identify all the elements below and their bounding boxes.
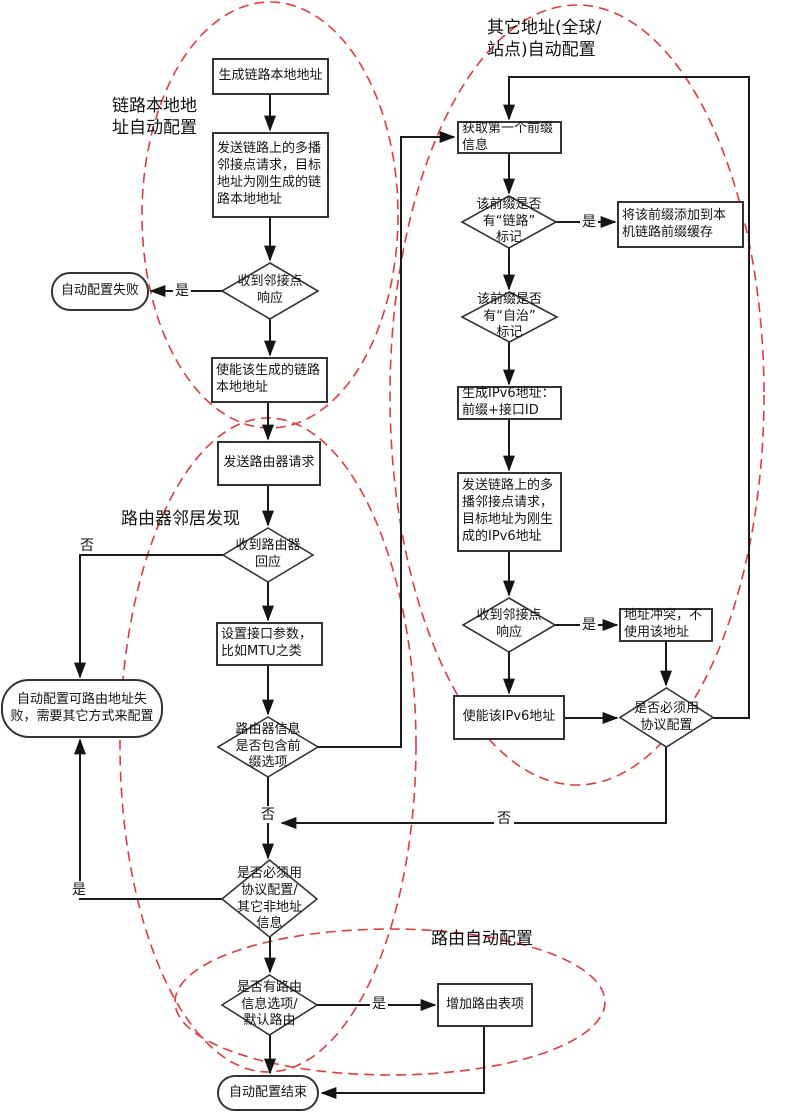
node-set-iface-params: 设置接口参数， 比如MTU之类 [221,627,313,659]
shape-enable-ipv6 [453,695,565,740]
node-recv-router-resp: 收到路由器 回应 [235,538,301,570]
node-add-prefix-cache: 将该前缀添加到本 机链路前缀缓存 [622,207,727,240]
node-router-info-prefix: 路由器信息 是否包含前 缀选项 [235,721,301,771]
shape-need-proto-other [220,858,319,939]
edge-needproto-no-left [280,747,667,829]
node-autoconfig-fail: 自动配置失败 [60,283,139,299]
shape-router-info-prefix [216,716,320,778]
node-send-ns-link-local: 发送链路上的多播 邻接点请求，目标 地址为刚生成的链 路本地地址 [217,141,322,207]
edge-label-no-needproto: 否 [494,810,514,827]
node-get-first-prefix: 获取第一个前缀 信息 [462,120,554,153]
node-routable-fail: 自动配置可路由地址失 败，需要其它方式来配置 [10,691,154,724]
shape-recv-neighbor-resp2 [461,597,557,653]
edge-prefixcheck-yes-getprefix [318,131,456,748]
node-recv-neighbor-resp2: 收到邻接点 响应 [476,608,542,640]
edge-needproto-loop-getprefix [503,76,750,719]
edge-needproto2-yes-routablefail [74,738,222,900]
shape-generate-link-local [212,58,329,95]
node-route-info-option: 是否有路由 信息选项/ 默认路由 [236,979,302,1029]
ellipse-other-address-section [389,4,765,786]
edge-addroute-to-end [320,1026,485,1099]
edge-label-yes-addroute: 是 [370,995,388,1012]
decision-shapes [216,195,715,1036]
shape-addr-conflict [619,608,713,642]
shape-gen-ipv6 [457,386,562,420]
shape-route-info-option [220,974,319,1036]
shape-recv-neighbor-resp1 [220,262,320,320]
node-autoconfig-end: 自动配置结束 [228,1084,307,1100]
node-need-proto-other: 是否必须用 协议配置/ 其它非地址 信息 [236,865,302,932]
node-send-router-solicit: 发送路由器请求 [223,455,315,471]
shape-add-route-entry [437,983,533,1027]
edge-label-yes-routablefail: 是 [70,881,88,898]
node-gen-ipv6: 生成IPv6地址： 前缀+接口ID [462,386,555,418]
shape-set-iface-params [216,622,323,666]
shape-prefix-auto-flag [460,291,559,343]
node-enable-link-local: 使能该生成的链路 本地地址 [216,363,321,395]
node-need-proto: 是否必须用 协议配置 [633,700,699,733]
edge-label-no-router: 否 [80,538,94,554]
section-label-other-addr: 其它地址(全球/ 站点)自动配置 [487,18,602,60]
edge-label-no-prefix: 否 [258,806,278,823]
node-prefix-link-flag: 该前缀是否 有“链路” 标记 [476,196,542,246]
shape-recv-router-resp [221,527,315,583]
ellipse-route-autoconfig-section [174,928,606,1076]
ellipse-link-local-section [141,1,399,429]
node-addr-conflict: 地址冲突，不 使用该地址 [624,608,703,640]
shape-get-first-prefix [457,121,562,154]
edge-label-yes-conflict: 是 [580,616,598,633]
shape-send-ns-link-local [212,132,329,218]
shape-enable-link-local [211,357,328,403]
node-recv-neighbor-resp1: 收到邻接点 响应 [237,274,303,306]
shape-prefix-link-flag [460,195,558,249]
edge-recvrouter-no-routablefail [74,554,223,679]
node-prefix-auto-flag: 该前缀是否 有“自治” 标记 [476,291,542,341]
shape-autoconfig-end [217,1075,319,1111]
section-label-router-nd: 路由器邻居发现 [121,509,240,530]
node-send-ns-ipv6: 发送链路上的多 播邻接点请求， 目标地址为刚生 成的IPv6地址 [462,478,554,544]
shapes [1,58,744,1111]
edge-label-yes-fail: 是 [173,282,191,299]
edge-label-yes-linkflag: 是 [580,213,598,230]
node-add-route-entry: 增加路由表项 [445,996,524,1012]
node-generate-link-local: 生成链路本地地址 [218,68,323,84]
shape-add-prefix-cache [617,201,744,248]
shape-routable-fail [1,679,163,738]
connectors [74,76,750,1099]
shape-send-router-solicit [217,441,321,486]
shape-autoconfig-fail [51,272,149,311]
node-enable-ipv6: 使能该IPv6地址 [462,709,556,725]
shape-need-proto [618,687,715,748]
shape-send-ns-ipv6 [457,472,562,552]
section-label-link-local: 链路本地地 址自动配置 [112,96,197,138]
section-label-route-auto: 路由自动配置 [431,929,533,950]
